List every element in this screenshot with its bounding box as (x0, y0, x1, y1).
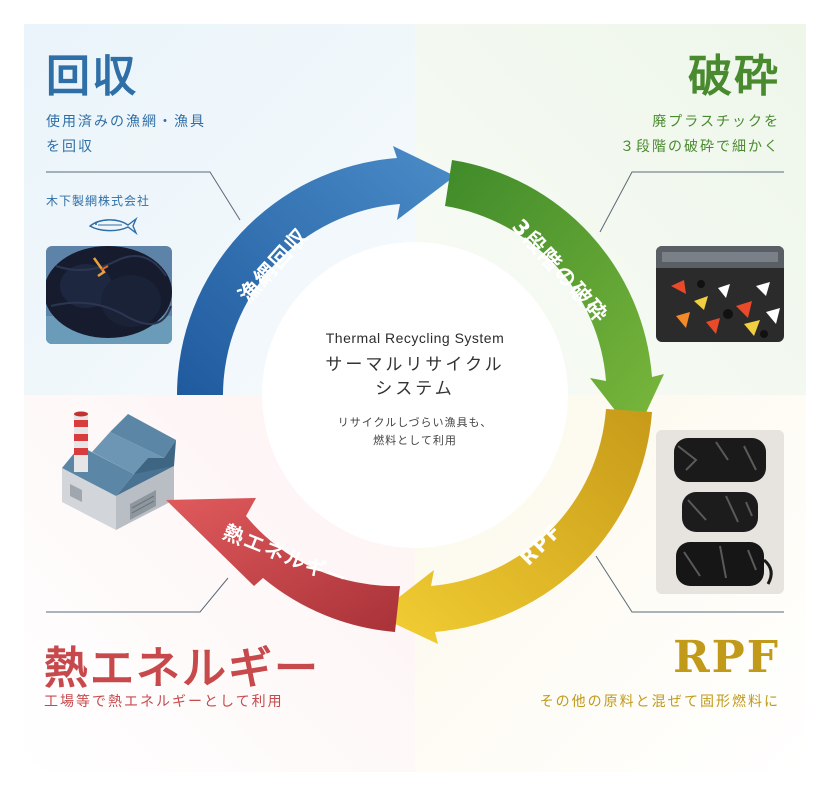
rpf-description: その他の原料と混ぜて固形燃料に (539, 694, 780, 710)
system-title-en: Thermal Recycling System (325, 330, 505, 346)
center-circle (262, 242, 568, 548)
system-title-jp-line1: サーマルリサイクル (325, 355, 505, 375)
fish-logo-icon (88, 216, 138, 236)
collection-arrow (177, 146, 455, 395)
heat-arrow (166, 498, 400, 632)
crushing-leader-line (599, 171, 784, 233)
crushing-description: 廃プラスチックを ３段階の破砕で細かく (620, 110, 780, 160)
factory-icon (62, 411, 176, 530)
rpf-fuel-photo (656, 430, 784, 594)
company-name: 木下製網株式会社 (46, 194, 151, 208)
rpf-arrow (376, 409, 652, 644)
rpf-title: RPF (673, 632, 780, 683)
system-subtitle-line1: リサイクルしづらい漁具も、 (337, 416, 493, 429)
crushing-arrow (445, 160, 664, 436)
collection-leader-line (46, 171, 241, 221)
crushing-desc-line1: 廃プラスチックを (652, 114, 780, 130)
crushed-plastic-photo (656, 246, 784, 342)
heat-leader-line (46, 577, 229, 613)
rpf-leader-line (595, 555, 784, 613)
system-subtitle: リサイクルしづらい漁具も、 燃料として利用 (270, 414, 560, 450)
system-title-jp-line2: システム (375, 379, 455, 399)
collection-desc-line1: 使用済みの漁網・漁具 (46, 114, 206, 130)
collection-desc-line2: を回収 (46, 139, 94, 155)
system-title-jp: サーマルリサイクル システム (270, 353, 560, 401)
crushing-desc-line2: ３段階の破砕で細かく (620, 139, 780, 155)
collection-title: 回収 (46, 51, 138, 102)
heat-title: 熱エネルギー (44, 643, 320, 694)
system-subtitle-line2: 燃料として利用 (373, 434, 457, 447)
collection-description: 使用済みの漁網・漁具 を回収 (46, 110, 206, 160)
crushing-title: 破砕 (688, 51, 780, 102)
heat-description: 工場等で熱エネルギーとして利用 (44, 694, 284, 710)
fishing-net-photo (46, 246, 172, 344)
